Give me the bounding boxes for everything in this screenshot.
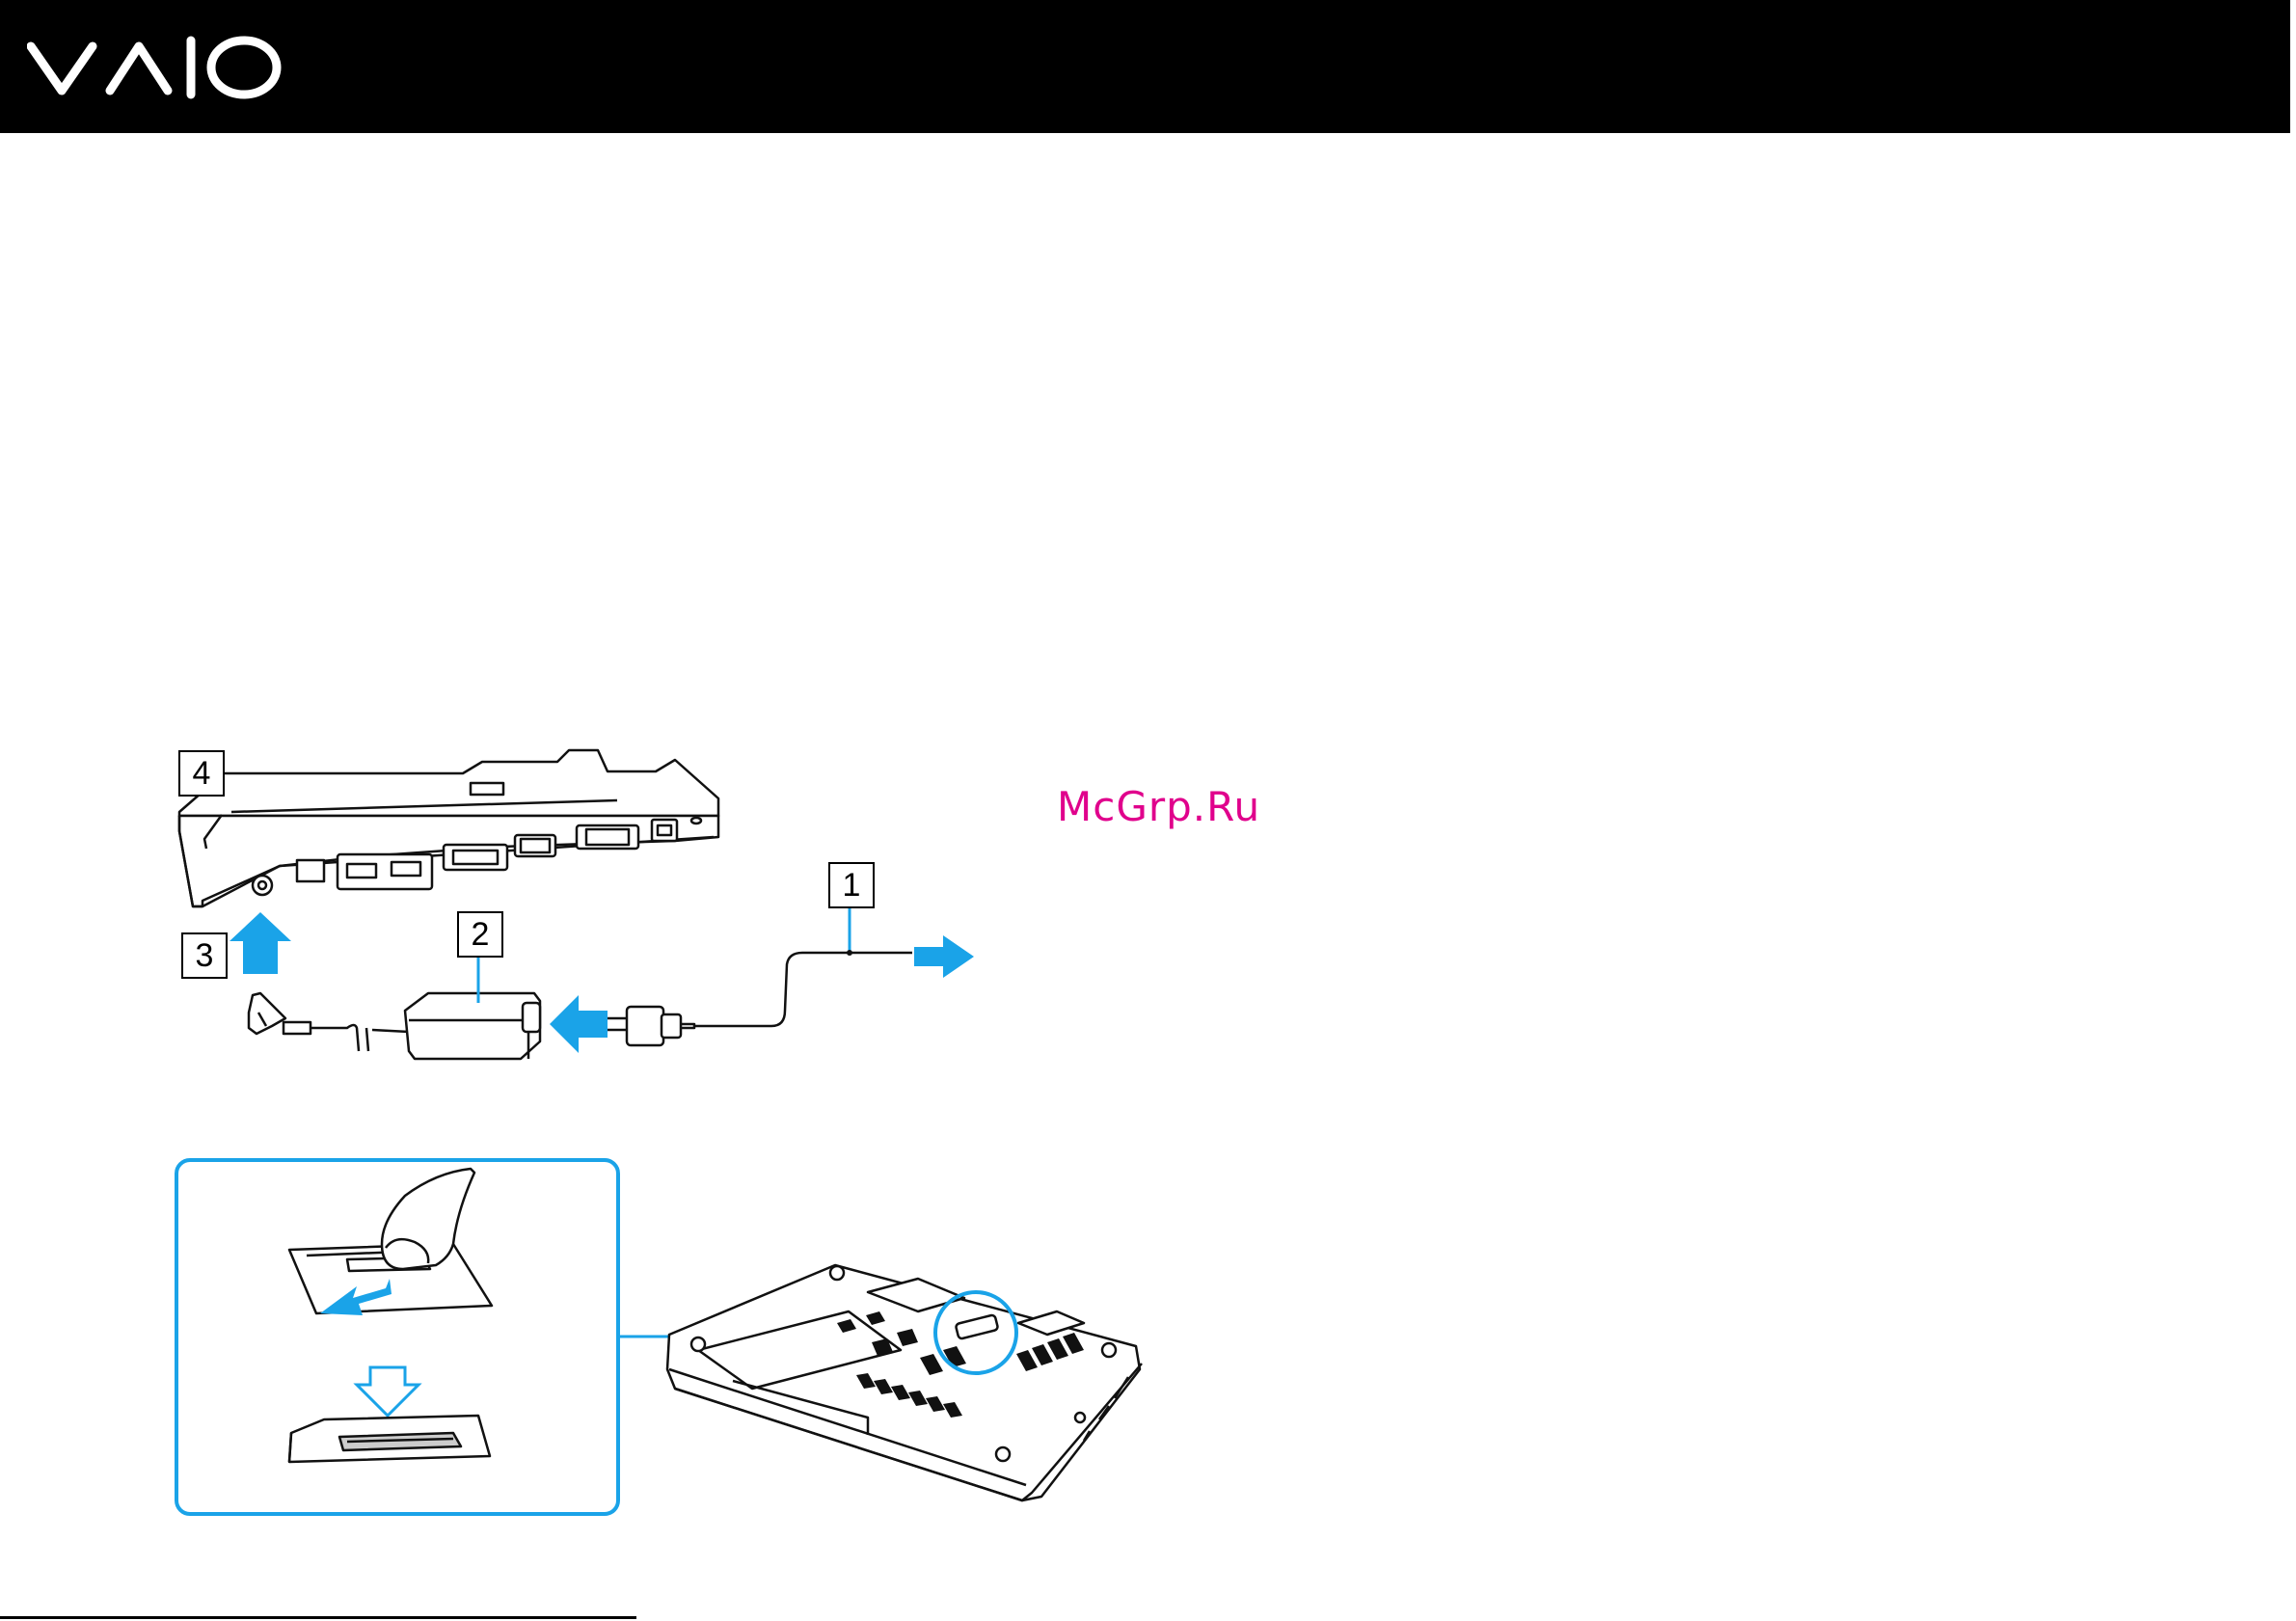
arrow-right-icon [914,935,974,978]
power-adapter [249,953,912,1059]
connector-cover-inset [176,1160,618,1514]
blue-arrows [230,912,974,1053]
docking-station [179,750,718,906]
arrow-up-icon [230,912,291,974]
callout-1: 1 [828,862,875,908]
callout-3: 3 [181,932,228,979]
arrow-left-icon [550,995,608,1053]
callout-dot [847,950,852,956]
callout-4: 4 [178,750,225,797]
footer-rule [0,1616,636,1619]
callout-2: 2 [457,911,503,958]
laptop-bottom [667,1265,1142,1500]
